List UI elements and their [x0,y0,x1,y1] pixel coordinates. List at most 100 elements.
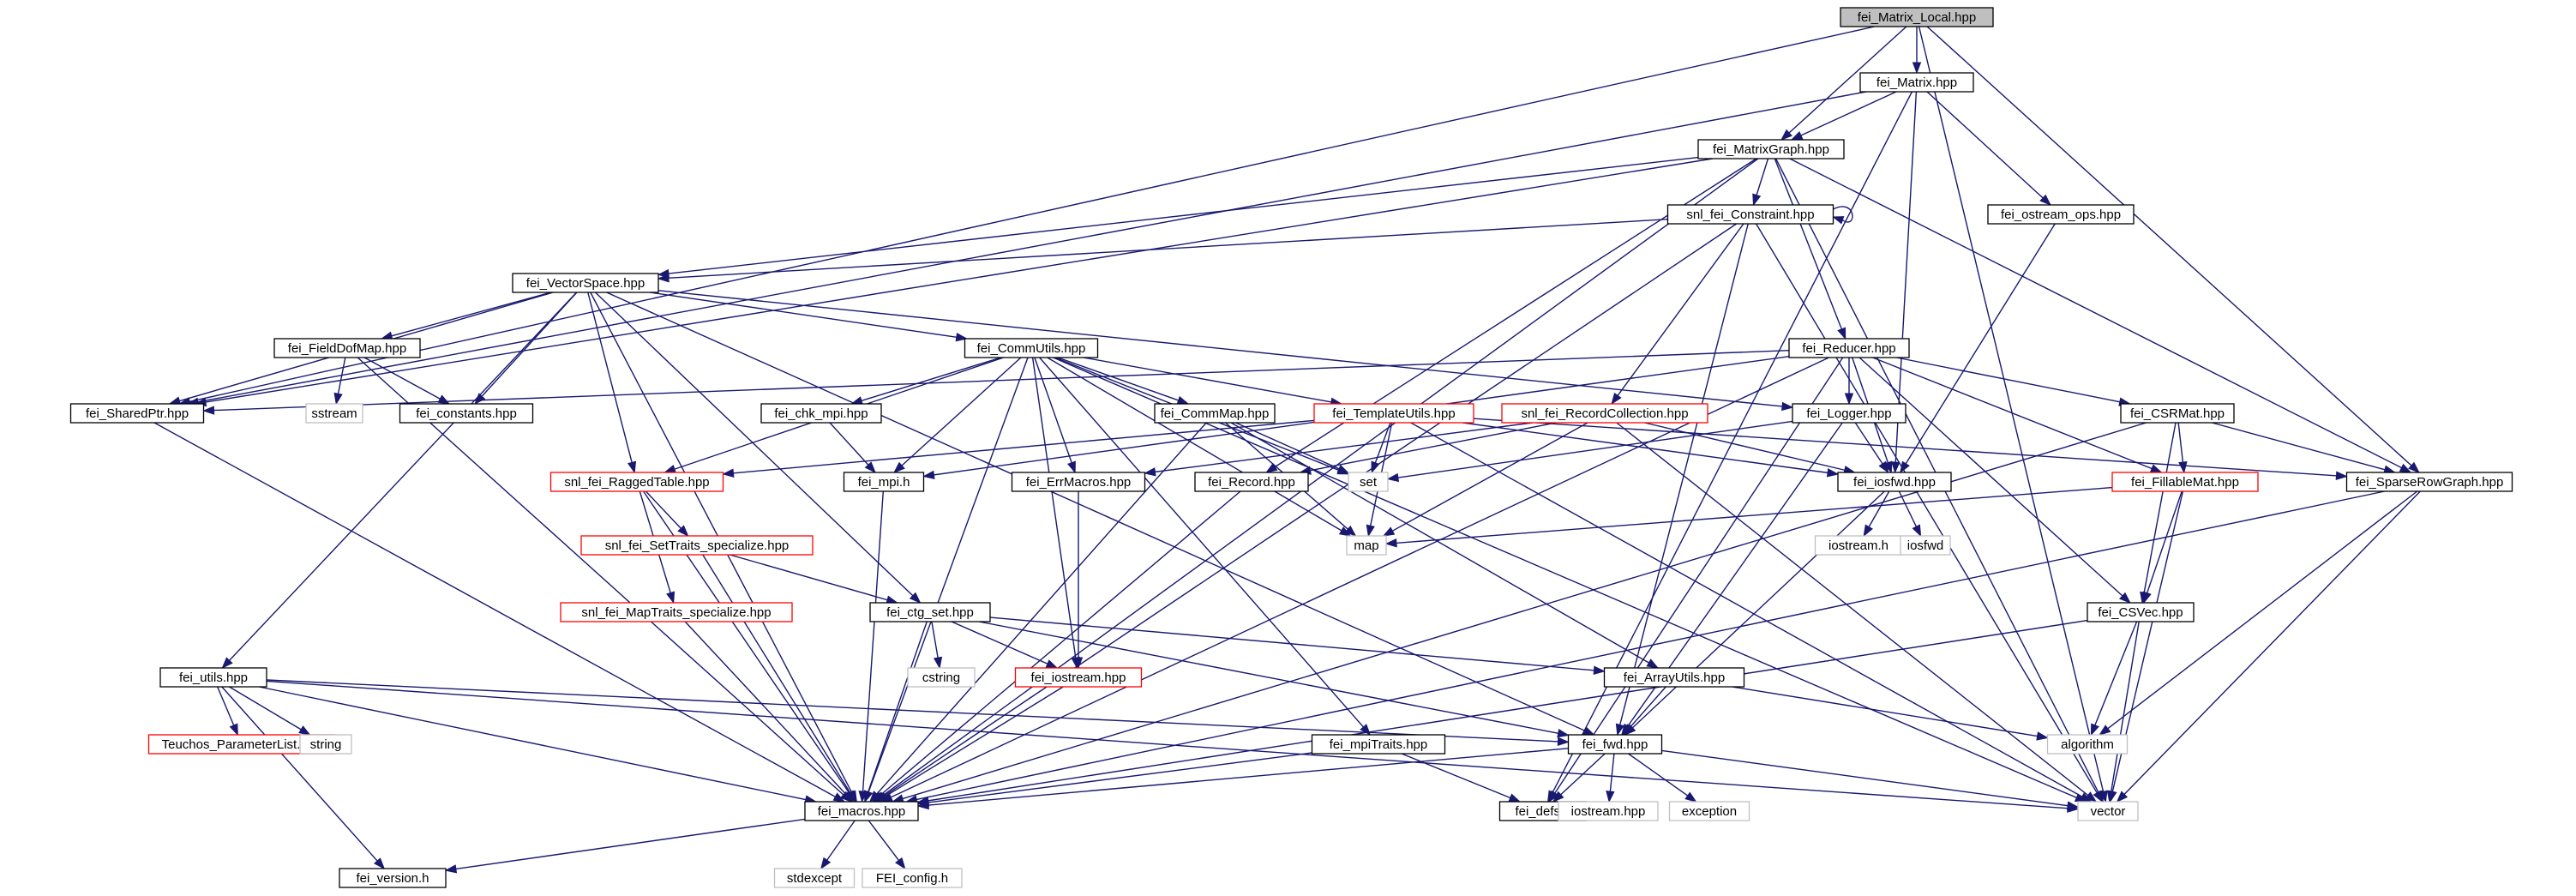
edge-line [1057,357,1180,401]
node-box [907,667,976,688]
edge-fillablemat-to-map [1384,486,2113,548]
node-iosfwd-hpp[interactable]: fei_iosfwd.hpp [1837,472,1952,492]
node-stdexcept[interactable]: stdexcept [773,868,856,888]
node-iosfwd[interactable]: iosfwd [1900,535,1951,556]
node-set[interactable]: set [1348,472,1389,492]
node-matrixgraph[interactable]: fei_MatrixGraph.hpp [1697,139,1845,159]
edge-line [189,26,1875,403]
node-box [299,734,352,755]
node-mpi[interactable]: fei_mpi.h [843,472,925,492]
node-box [1313,403,1474,424]
node-arrayutils[interactable]: fei_ArrayUtils.hpp [1603,667,1745,688]
node-utils[interactable]: fei_utils.hpp [159,667,267,688]
node-box [964,338,1099,358]
edge-line [732,419,1315,474]
edge-arrowhead [444,864,458,874]
node-csvec[interactable]: fei_CSVec.hpp [2087,602,2195,622]
node-record[interactable]: fei_Record.hpp [1194,472,1309,492]
edge-arrowhead [1646,658,1660,669]
node-macros[interactable]: fei_macros.hpp [804,801,919,821]
node-box [1154,403,1276,424]
edge-line [1084,357,1333,403]
node-label: fei_CSVec.hpp [2098,605,2183,620]
edge-templateutils-to-set [1371,422,1391,474]
edge-fillablemat-to-vector [2108,490,2184,803]
edge-line [702,554,851,794]
node-maptraits[interactable]: snl_fei_MapTraits_specialize.hpp [560,602,793,622]
edge-fielddofmap-to-macros [357,357,852,803]
node-feiconfig[interactable]: FEI_config.h [862,868,963,888]
edge-fwd-to-macros [916,748,1569,810]
node-csrmat[interactable]: fei_CSRMat.hpp [2120,403,2235,424]
node-algorithm[interactable]: algorithm [2046,734,2129,755]
node-templateutils[interactable]: fei_TemplateUtils.hpp [1313,403,1474,424]
node-commmap[interactable]: fei_CommMap.hpp [1154,403,1276,424]
edge-matrix-to-ostreamops [1926,91,2052,206]
node-raggedtable[interactable]: snl_fei_RaggedTable.hpp [549,472,724,492]
node-map[interactable]: map [1346,535,1387,556]
edge-line [196,91,1866,403]
edge-commutils-to-mpi [893,357,1022,473]
node-string[interactable]: string [299,734,352,755]
node-constants[interactable]: fei_constants.hpp [399,403,534,424]
edge-arrowhead [1684,791,1697,803]
edge-matrixgraph-to-constraint [1752,158,1769,207]
edge-ctgset-to-cstring [931,621,943,670]
edge-arrowhead [2335,471,2348,480]
node-reducer[interactable]: fei_Reducer.hpp [1788,338,1910,358]
edge-fielddofmap-to-sstream [333,357,346,406]
edge-line [730,554,889,601]
edge-arrowhead [1386,472,1400,483]
edge-root-to-vector [1918,26,2108,803]
edge-line [1799,91,1897,137]
node-iostream-ext[interactable]: iostream.hpp [1558,801,1659,821]
edge-line [1053,357,2078,799]
node-label: map [1354,538,1378,553]
edge-line [1789,158,2403,469]
node-sharedptr[interactable]: fei_SharedPtr.hpp [69,403,205,424]
edge-constraint-to-vectorspace [657,219,1668,283]
edge-line [1031,357,1077,659]
node-iostream-hpp[interactable]: fei_iostream.hpp [1014,667,1143,688]
node-fwd[interactable]: fei_fwd.hpp [1567,734,1663,755]
edge-line [266,680,2069,809]
node-mpitraits[interactable]: fei_mpiTraits.hpp [1311,734,1446,755]
edge-line [650,292,958,339]
edge-arrowhead [1557,737,1570,746]
edge-arrowhead [1878,460,1889,474]
node-chkmpi[interactable]: fei_chk_mpi.hpp [760,403,882,424]
node-root[interactable]: fei_Matrix_Local.hpp [1840,7,1994,27]
edge-arrowhead [2066,801,2080,810]
node-ctgset[interactable]: fei_ctg_set.hpp [869,602,991,622]
node-box [1788,338,1910,358]
edge-commutils-to-errmacros [1034,357,1076,474]
node-sstream[interactable]: sstream [305,403,363,424]
node-iostream-h[interactable]: iostream.h [1814,535,1903,556]
node-recordcollection[interactable]: snl_fei_RecordCollection.hpp [1501,403,1708,424]
edge-line [989,616,1595,671]
node-fillablemat[interactable]: fei_FillableMat.hpp [2111,472,2259,492]
edge-arrowhead [2099,725,2111,736]
node-box [2111,472,2259,492]
node-commutils[interactable]: fei_CommUtils.hpp [964,338,1099,358]
node-settraits[interactable]: snl_fei_SetTraits_specialize.hpp [580,535,814,556]
edge-line [1896,357,2121,403]
node-box [1792,403,1906,424]
node-version[interactable]: fei_version.h [339,868,447,888]
node-vector[interactable]: vector [2077,801,2139,821]
node-label: fei_TemplateUtils.hpp [1332,406,1455,421]
node-errmacros[interactable]: fei_ErrMacros.hpp [1011,472,1146,492]
edge-arrowhead [832,792,846,803]
node-label: string [310,737,342,752]
node-matrix[interactable]: fei_Matrix.hpp [1859,72,1974,93]
node-exception[interactable]: exception [1668,801,1750,821]
node-constraint[interactable]: snl_fei_Constraint.hpp [1666,204,1834,225]
edge-reducer-to-defs [1548,357,1844,803]
node-label: fei_MatrixGraph.hpp [1713,142,1829,157]
node-fielddofmap[interactable]: fei_FieldDofMap.hpp [273,338,421,358]
node-cstring[interactable]: cstring [907,667,976,688]
node-sparserowgraph[interactable]: fei_SparseRowGraph.hpp [2345,472,2513,492]
node-ostreamops[interactable]: fei_ostream_ops.hpp [1987,204,2135,225]
node-logger[interactable]: fei_Logger.hpp [1792,403,1906,424]
node-vectorspace[interactable]: fei_VectorSpace.hpp [512,273,659,293]
